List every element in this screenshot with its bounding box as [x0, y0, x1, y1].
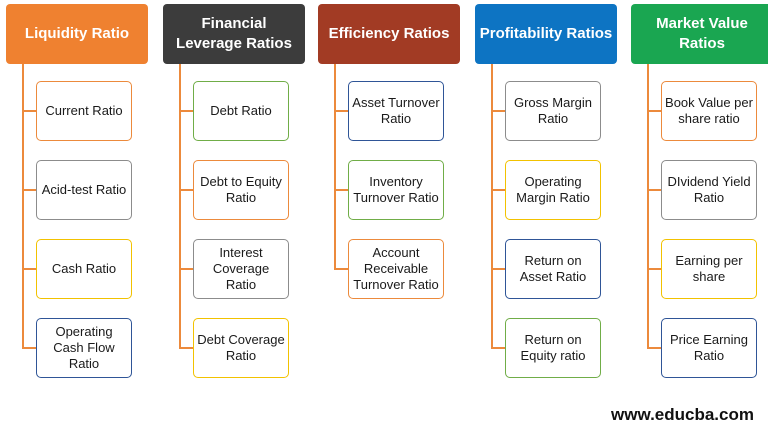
ratio-card: Earning per share	[661, 239, 757, 299]
connector-branch	[647, 110, 661, 112]
ratio-card: Inventory Turnover Ratio	[348, 160, 444, 220]
column-header: Market Value Ratios	[631, 4, 768, 64]
connector-branch	[491, 268, 505, 270]
connector-branch	[334, 268, 348, 270]
ratio-card: Cash Ratio	[36, 239, 132, 299]
connector-branch	[179, 347, 193, 349]
column-header: Financial Leverage Ratios	[163, 4, 305, 64]
ratio-card: Interest Coverage Ratio	[193, 239, 289, 299]
site-watermark: www.educba.com	[611, 405, 754, 424]
connector-spine	[334, 64, 336, 270]
connector-spine	[179, 64, 181, 349]
column-efficiency: Efficiency Ratios Asset Turnover Ratio I…	[318, 0, 460, 400]
ratio-card: Acid-test Ratio	[36, 160, 132, 220]
connector-branch	[179, 110, 193, 112]
connector-branch	[22, 347, 36, 349]
connector-spine	[491, 64, 493, 349]
ratio-card: Book Value per share ratio	[661, 81, 757, 141]
ratio-card: Gross Margin Ratio	[505, 81, 601, 141]
connector-branch	[334, 110, 348, 112]
ratio-card: Operating Cash Flow Ratio	[36, 318, 132, 378]
column-header: Efficiency Ratios	[318, 4, 460, 64]
connector-spine	[647, 64, 649, 349]
column-leverage: Financial Leverage Ratios Debt Ratio Deb…	[163, 0, 305, 400]
column-profitability: Profitability Ratios Gross Margin Ratio …	[475, 0, 617, 400]
ratio-card: Return on Equity ratio	[505, 318, 601, 378]
ratio-card: Current Ratio	[36, 81, 132, 141]
connector-branch	[491, 347, 505, 349]
column-header: Liquidity Ratio	[6, 4, 148, 64]
connector-branch	[334, 189, 348, 191]
connector-branch	[647, 268, 661, 270]
connector-branch	[22, 110, 36, 112]
column-liquidity: Liquidity Ratio Current Ratio Acid-test …	[6, 0, 148, 400]
ratio-card: Debt Ratio	[193, 81, 289, 141]
ratio-card: Return on Asset Ratio	[505, 239, 601, 299]
connector-branch	[647, 189, 661, 191]
connector-spine	[22, 64, 24, 349]
connector-branch	[22, 268, 36, 270]
ratio-card: DIvidend Yield Ratio	[661, 160, 757, 220]
connector-branch	[491, 189, 505, 191]
ratio-card: Operating Margin Ratio	[505, 160, 601, 220]
column-header: Profitability Ratios	[475, 4, 617, 64]
ratio-card: Debt Coverage Ratio	[193, 318, 289, 378]
connector-branch	[179, 189, 193, 191]
connector-branch	[179, 268, 193, 270]
column-market-value: Market Value Ratios Book Value per share…	[631, 0, 768, 400]
ratio-card: Debt to Equity Ratio	[193, 160, 289, 220]
ratio-card: Price Earning Ratio	[661, 318, 757, 378]
ratio-card: Account Receivable Turnover Ratio	[348, 239, 444, 299]
ratio-card: Asset Turnover Ratio	[348, 81, 444, 141]
connector-branch	[22, 189, 36, 191]
connector-branch	[647, 347, 661, 349]
connector-branch	[491, 110, 505, 112]
